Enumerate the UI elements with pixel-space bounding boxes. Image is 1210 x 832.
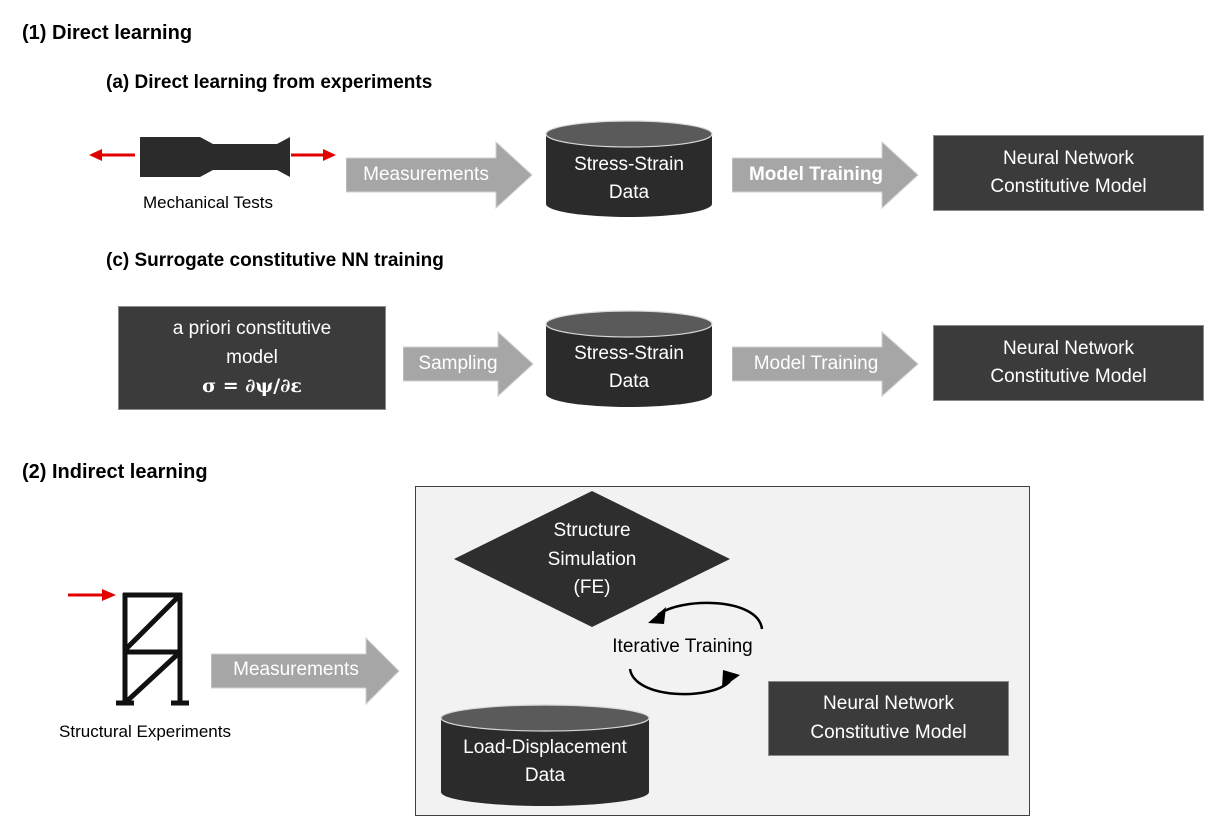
- upper-cycle-arrow: [657, 601, 764, 630]
- prior-label-line2: model: [226, 346, 278, 368]
- constitutive-formula: σ = ∂ψ/∂ε: [202, 375, 302, 398]
- stress-strain-data-label-2: Stress-Strain Data: [545, 337, 713, 399]
- section-2-title: (2) Indirect learning: [22, 461, 208, 483]
- structural-experiments-caption: Structural Experiments: [59, 722, 231, 741]
- structural-frame-icon: [68, 589, 189, 706]
- neural-network-model-box-3: Neural Network Constitutive Model: [768, 681, 1009, 756]
- model-label-line1: Neural Network: [1003, 337, 1134, 359]
- a-priori-model-box: a priori constitutive model σ = ∂ψ/∂ε: [118, 306, 386, 410]
- prior-label-line1: a priori constitutive: [172, 318, 332, 340]
- sim-label-line1: Structure: [553, 520, 631, 542]
- model-label-line2: Constitutive Model: [990, 366, 1147, 387]
- sampling-arrow-label: Sampling: [418, 353, 498, 374]
- model-training-arrow-label: Model Training: [748, 164, 884, 185]
- model-training-arrow-2: [732, 330, 919, 398]
- specimen-shape: [140, 137, 290, 177]
- structure-simulation-label: Structure Simulation (FE): [502, 515, 682, 605]
- data-label-line2: Data: [608, 371, 650, 392]
- mechanical-tests-caption: Mechanical Tests: [142, 193, 274, 212]
- stress-strain-data-label: Stress-Strain Data: [545, 148, 713, 210]
- measurements-arrow: [346, 140, 533, 210]
- subsection-c-title: (c) Surrogate constitutive NN training: [106, 250, 444, 271]
- tensile-specimen-icon: [89, 137, 336, 177]
- stress-strain-database-icon-2: [545, 310, 713, 407]
- subsection-a-title: (a) Direct learning from experiments: [106, 72, 433, 93]
- iteration-cycle-arrows: [628, 601, 764, 696]
- section-1-title: (1) Direct learning: [22, 22, 193, 44]
- measurements-arrow-label: Measurements: [363, 164, 489, 185]
- data-label-line1: Stress-Strain: [574, 342, 684, 364]
- stress-strain-database-icon: [545, 120, 713, 217]
- lower-cycle-arrow: [628, 668, 731, 696]
- model-label-line1: Neural Network: [823, 693, 954, 714]
- model-label-line2: Constitutive Model: [990, 176, 1147, 197]
- data-label-line1: Stress-Strain: [574, 153, 684, 175]
- sim-label-line2: Simulation: [547, 548, 637, 570]
- model-training-arrow-label-2: Model Training: [753, 353, 879, 374]
- model-label-line1: Neural Network: [1003, 147, 1134, 169]
- neural-network-model-box-2: Neural Network Constitutive Model: [933, 325, 1204, 401]
- measurements-arrow-2: [211, 636, 400, 706]
- data-label-line1: Load-Displacement: [463, 736, 627, 758]
- measurements-arrow-label-2: Measurements: [233, 659, 359, 680]
- structure-simulation-diamond: [454, 491, 730, 627]
- neural-network-model-box: Neural Network Constitutive Model: [933, 135, 1204, 211]
- load-displacement-data-label: Load-Displacement Data: [440, 731, 650, 793]
- data-label-line2: Data: [608, 182, 650, 203]
- model-label-line2: Constitutive Model: [810, 721, 967, 743]
- sampling-arrow: [403, 330, 534, 398]
- sim-label-line3: (FE): [573, 577, 611, 599]
- load-displacement-database-icon: [440, 704, 650, 806]
- iterative-training-label: Iterative Training: [612, 636, 753, 657]
- data-label-line2: Data: [524, 765, 566, 786]
- model-training-arrow: [732, 140, 919, 210]
